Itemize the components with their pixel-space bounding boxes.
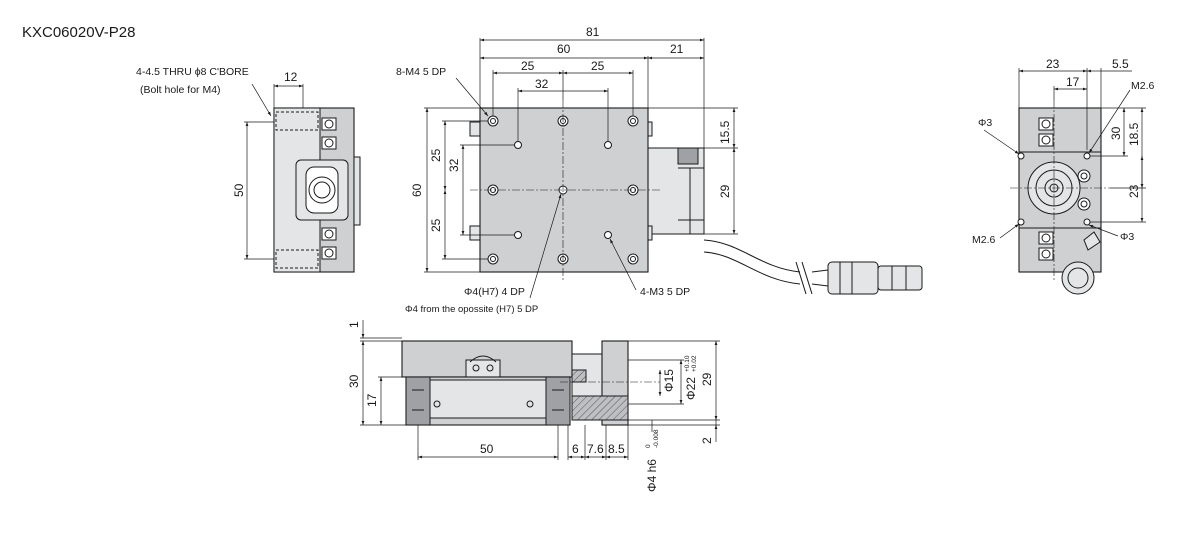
right-dim-18-5: 18.5 [1127, 122, 1141, 146]
top-dim-25a: 25 [521, 59, 535, 73]
front-dim-30: 30 [347, 374, 361, 388]
front-tol-phi22-upper: +0.10 [684, 355, 691, 372]
front-dim-phi15: Φ15 [662, 369, 676, 392]
top-dim-25-left-b: 25 [429, 218, 443, 232]
front-dim-phi4-h6: Φ4 h6 [645, 459, 659, 492]
front-tol-phi4-upper: 0 [645, 444, 652, 448]
top-dim-32-left: 32 [447, 158, 461, 172]
left-note-cbore: 4-4.5 THRU ϕ8 C'BORE [136, 66, 249, 78]
top-dim-25b: 25 [591, 59, 605, 73]
top-dim-15-5: 15.5 [718, 120, 732, 144]
label-m3-holes: 4-M3 5 DP [640, 286, 690, 298]
label-m2-6-bottom: M2.6 [972, 234, 996, 246]
front-dim-50: 50 [480, 442, 494, 456]
right-dim-5-5: 5.5 [1112, 57, 1129, 71]
label-m2-6-top: M2.6 [1131, 80, 1155, 92]
right-dim-23-top: 23 [1046, 57, 1060, 71]
front-view: 1 30 17 50 6 7.6 8.5 Φ15 Φ22 +0.10 +0.02 [347, 320, 720, 492]
front-dim-7-6: 7.6 [587, 442, 604, 456]
label-phi3-bottom: Φ3 [1120, 231, 1134, 243]
left-view: 12 50 4-4.5 THRU ϕ8 C'BORE (Bolt hole fo… [136, 66, 361, 273]
label-phi3-left: Φ3 [978, 117, 992, 129]
right-dim-23-right: 23 [1127, 184, 1141, 198]
left-note-bolt: (Bolt hole for M4) [140, 84, 221, 96]
front-dim-17: 17 [365, 393, 379, 407]
label-pin-hole: Φ4(H7) 4 DP [464, 286, 525, 298]
right-dim-17: 17 [1066, 75, 1080, 89]
front-tol-phi22-lower: +0.02 [691, 355, 698, 372]
front-dim-29: 29 [700, 372, 714, 386]
right-view: 23 5.5 17 M2.6 Φ3 30 18.5 23 M2.6 Φ3 [972, 57, 1155, 295]
right-dim-30: 30 [1109, 126, 1123, 140]
top-dim-25-left-a: 25 [429, 148, 443, 162]
top-dim-81: 81 [586, 25, 600, 39]
drawing-title: KXC06020V-P28 [22, 24, 135, 41]
front-dim-6: 6 [572, 442, 579, 456]
top-dim-60-left: 60 [410, 183, 424, 197]
label-pin-hole-opposite: Φ4 from the opossite (H7) 5 DP [405, 304, 538, 315]
label-m4-holes: 8-M4 5 DP [396, 66, 446, 78]
m3-hole-array [514, 141, 612, 239]
top-dim-32: 32 [535, 77, 549, 91]
left-dim-50: 50 [232, 183, 246, 197]
front-dim-1: 1 [347, 321, 361, 328]
top-dim-21: 21 [670, 42, 684, 56]
left-dim-12: 12 [284, 70, 298, 84]
top-dim-60: 60 [557, 42, 571, 56]
front-tol-phi4-lower: -0.008 [653, 429, 660, 448]
front-dim-2: 2 [700, 437, 714, 444]
top-dim-29: 29 [718, 184, 732, 198]
front-dim-phi22: Φ22 [684, 377, 698, 400]
front-dim-8-5: 8.5 [608, 442, 625, 456]
top-view: 81 60 21 25 25 32 8-M4 5 DP 60 25 25 [396, 25, 923, 315]
m4-hole-array [487, 115, 639, 265]
